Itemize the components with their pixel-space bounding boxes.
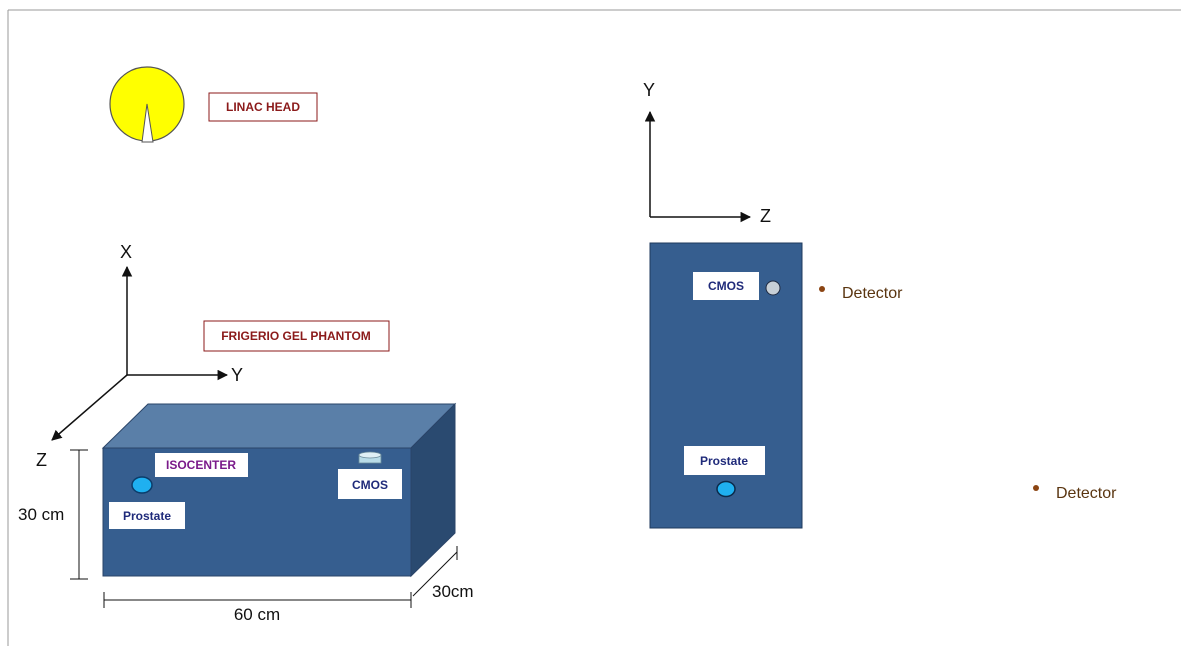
isocenter-label-box [155,453,248,477]
axis-3d-z [51,374,128,441]
detector-legend-1: Detector [819,285,903,302]
dimension-height-label: 30 cm [18,505,64,524]
isocenter-label: ISOCENTER [155,453,248,477]
linac-head-label: LINAC HEAD [208,92,318,122]
detector-label-2: Detector [1056,485,1117,502]
axis-2d-y-label: Y [643,80,655,100]
dimension-depth-line [412,551,458,597]
isocenter-label-text: ISOCENTER [166,458,236,472]
linac-head [109,66,185,143]
cmos-label-3d: CMOS [338,469,402,499]
cmos-label-2d: CMOS [693,272,759,300]
axis-3d-y-label: Y [231,365,243,385]
detector-bullet-1 [819,286,825,292]
dimension-height: 30 cm [18,449,88,580]
detector-legend-2: Detector [1033,485,1117,502]
prostate-label-2d-text: Prostate [700,454,748,468]
prostate-label-3d: Prostate [109,502,185,529]
cmos-marker-2d [765,280,781,296]
cmos-label-2d-text: CMOS [708,279,744,293]
prostate-marker-3d [131,476,153,494]
prostate-label-2d-box [684,446,765,475]
phantom-label-box [203,320,390,352]
axes-3d: X Y Z [36,242,243,470]
cmos-label-3d-box [338,469,402,499]
phantom-box-3d [101,402,457,578]
dimension-depth: 30cm [412,546,474,601]
axis-2d-z-label: Z [760,206,771,226]
linac-beam-wedge [141,103,154,143]
cmos-label-2d-box [693,272,759,300]
prostate-label-3d-box [109,502,185,529]
dimension-length-label: 60 cm [234,605,280,624]
prostate-marker-2d [716,480,736,498]
linac-head-label-box [208,92,318,122]
dimension-depth-label: 30cm [432,582,474,601]
phantom-label: FRIGERIO GEL PHANTOM [203,320,390,352]
detector-label-1: Detector [842,285,903,302]
phantom-label-text: FRIGERIO GEL PHANTOM [221,329,371,343]
prostate-label-2d: Prostate [684,446,765,475]
detector-bullet-2 [1033,485,1039,491]
phantom-top-face [101,403,457,449]
axis-3d-x-label: X [120,242,132,262]
axis-3d-z-label: Z [36,450,47,470]
linac-head-label-text: LINAC HEAD [226,100,300,114]
prostate-label-3d-text: Prostate [123,509,171,523]
cmos-label-3d-text: CMOS [352,478,388,492]
axes-2d: Y Z [643,80,771,226]
cmos-cylinder-3d [358,451,382,464]
dimension-length: 60 cm [103,592,412,624]
cmos-cylinder-top [358,451,382,459]
